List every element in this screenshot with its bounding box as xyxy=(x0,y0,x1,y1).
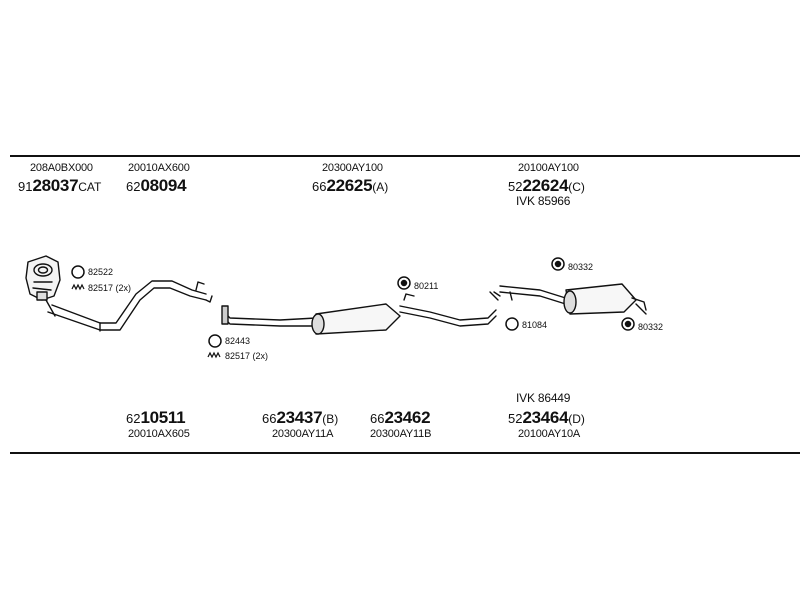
part-number-top-3[interactable]: 6622625(A) xyxy=(312,176,388,197)
part-main: 22624 xyxy=(522,176,569,195)
part-code-bottom-1: 20010AX605 xyxy=(128,428,190,440)
part-main: 23437 xyxy=(276,408,323,427)
part-code-top-2: 20010AX600 xyxy=(128,162,190,174)
part-suffix: (B) xyxy=(322,412,339,426)
hanger-label-3: 80332 xyxy=(638,322,664,332)
part-code-bottom-3: 20300AY11B xyxy=(370,428,432,440)
catalytic-converter[interactable] xyxy=(25,255,61,301)
spring-icon-2[interactable] xyxy=(207,351,221,359)
part-prefix: 66 xyxy=(312,179,327,194)
part-number-bottom-3[interactable]: 6623462 xyxy=(370,408,431,429)
part-main: 10511 xyxy=(140,408,186,427)
rubber-hanger-icon-2[interactable] xyxy=(551,257,565,271)
part-number-top-1[interactable]: 9128037CAT xyxy=(18,176,101,197)
gasket-label-2: 82443 xyxy=(225,336,251,346)
part-number-bottom-1[interactable]: 6210511 xyxy=(126,408,186,429)
part-prefix: 52 xyxy=(508,179,523,194)
diagram-frame xyxy=(10,155,800,454)
part-code-top-1: 208A0BX000 xyxy=(30,162,93,174)
part-number-bottom-4[interactable]: 5223464(D) xyxy=(508,408,585,429)
kit-number-top: IVK 85966 xyxy=(516,194,571,208)
rubber-hanger-icon-3[interactable] xyxy=(621,317,635,331)
gasket-label-3: 81084 xyxy=(522,320,548,330)
part-prefix: 66 xyxy=(370,411,385,426)
part-code-bottom-4: 20100AY10A xyxy=(518,428,581,440)
rear-muffler-assembly[interactable] xyxy=(499,283,647,315)
kit-number-bottom: IVK 86449 xyxy=(516,391,571,405)
part-suffix: (A) xyxy=(372,180,389,194)
part-number-top-4[interactable]: 5222624(C) xyxy=(508,176,585,197)
part-prefix: 62 xyxy=(126,411,141,426)
center-muffler-assembly[interactable] xyxy=(221,291,501,335)
part-suffix: (D) xyxy=(568,412,585,426)
part-suffix: (C) xyxy=(568,180,585,194)
front-pipe[interactable] xyxy=(45,280,213,332)
gasket-label-1: 82522 xyxy=(88,267,114,277)
gasket-icon-3[interactable] xyxy=(505,317,519,331)
gasket-icon-2[interactable] xyxy=(208,334,222,348)
part-main: 22625 xyxy=(326,176,373,195)
spring-icon-1[interactable] xyxy=(71,283,85,291)
rubber-hanger-icon-1[interactable] xyxy=(397,276,411,290)
gasket-icon-1[interactable] xyxy=(71,265,85,279)
part-prefix: 91 xyxy=(18,179,33,194)
part-prefix: 66 xyxy=(262,411,277,426)
spring-label-1: 82517 (2x) xyxy=(88,283,132,293)
part-prefix: 52 xyxy=(508,411,523,426)
part-number-bottom-2[interactable]: 6623437(B) xyxy=(262,408,338,429)
hanger-label-2: 80332 xyxy=(568,262,594,272)
part-number-top-2[interactable]: 6208094 xyxy=(126,176,187,197)
hanger-label-1: 80211 xyxy=(414,281,439,291)
part-suffix: CAT xyxy=(78,180,102,194)
part-code-top-4: 20100AY100 xyxy=(518,162,579,174)
part-main: 23464 xyxy=(522,408,569,427)
part-main: 08094 xyxy=(140,176,187,195)
part-code-top-3: 20300AY100 xyxy=(322,162,383,174)
part-prefix: 62 xyxy=(126,179,141,194)
part-code-bottom-2: 20300AY11A xyxy=(272,428,334,440)
part-main: 23462 xyxy=(384,408,431,427)
spring-label-2: 82517 (2x) xyxy=(225,351,269,361)
part-main: 28037 xyxy=(32,176,79,195)
